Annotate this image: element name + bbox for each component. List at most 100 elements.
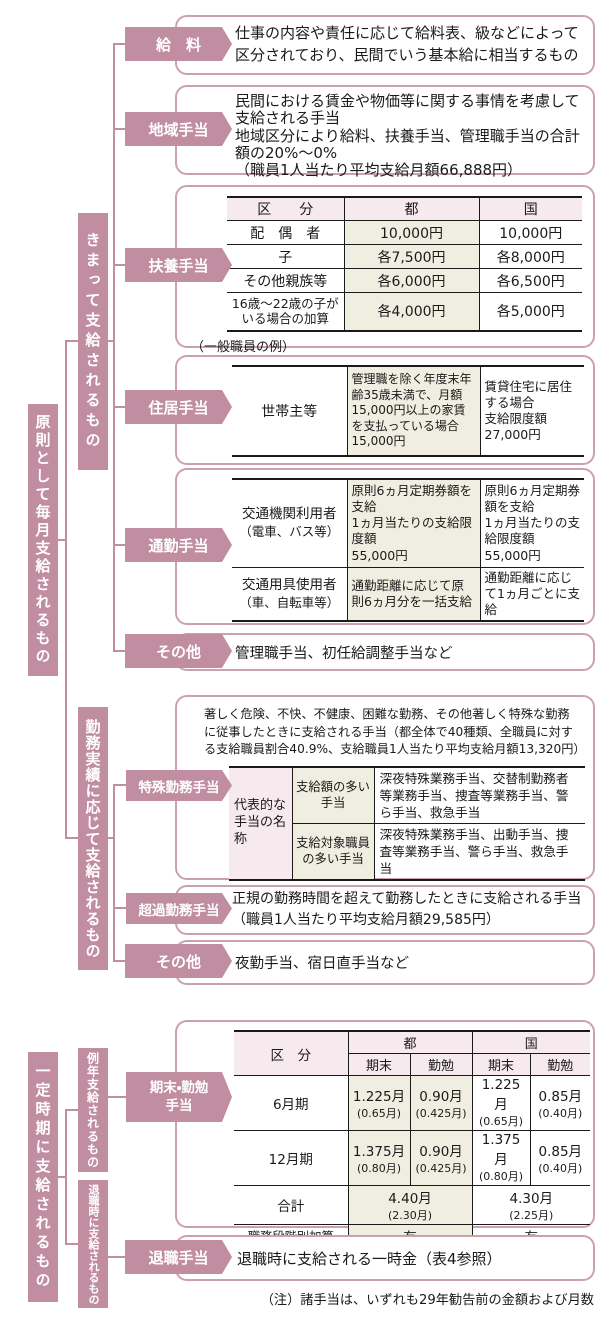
connector-stub-salary	[113, 43, 129, 45]
value-paren: (0.80月)	[356, 1162, 402, 1175]
value: 1.375月	[352, 1144, 406, 1160]
group-box-annual: 例年支給されるもの	[78, 1048, 108, 1172]
header-national: 国	[471, 1030, 591, 1054]
value: 1.375月	[481, 1132, 521, 1168]
cell-dec-m1: 1.375月 (0.80月)	[347, 1130, 411, 1186]
cell-total-metro: 4.40月 (2.30月)	[347, 1185, 473, 1225]
header-metro: 都	[343, 196, 480, 221]
table-row: 区 分 都 国	[227, 196, 582, 221]
cell-dec-m2: 0.90月(0.425月)	[409, 1130, 473, 1186]
connector-bracket-monthly-top	[65, 340, 80, 342]
box-retirement: 退職時に支給される一時金（表4参照）	[175, 1235, 595, 1281]
transit-national-line3: 55,000円	[484, 547, 541, 563]
box-bonus: 区 分 都 国 期末 勤勉 期末 勤勉 6月期 1.225月(0.65月) 0.…	[175, 1020, 595, 1271]
overtime-line2: （職員1人当たり平均支給月額29,585円）	[232, 912, 500, 928]
cell-many-staff-head: 支給対象職員の多い手当	[292, 823, 375, 881]
housing-allowance-table: 世帯主等 管理職を除く年度末年齢35歳未満で、月額15,000円以上の家賃を支払…	[232, 365, 584, 457]
cell-june: 6月期	[234, 1075, 349, 1131]
cell-age-addition-national: 各5,000円	[478, 292, 582, 331]
connector-annual-bonus	[107, 1096, 128, 1098]
label-housing-allowance: 住居手当	[125, 390, 232, 424]
group-box-performance: 勤務実績に応じて支給されるもの	[78, 707, 108, 970]
value-paren: (0.425月)	[415, 1162, 467, 1175]
cell-high-amount-body: 深夜特殊業務手当、交替制勤務者等業務手当、捜査等業務手当、警ら手当、救急手当	[373, 766, 585, 825]
connector-performance-box	[106, 837, 115, 839]
cell-high-amount-head: 支給額の多い手当	[291, 766, 375, 825]
connector-stub-regional	[113, 128, 129, 130]
housing-metro-line1: 管理職を除く年度末年齢35歳未満で、月額15,000円以上の家賃を支払っている場…	[351, 372, 472, 433]
retirement-description: 退職時に支給される一時金（表4参照）	[237, 1249, 502, 1268]
cell-spouse: 配 偶 者	[227, 220, 345, 245]
transit-metro-line1: 原則6ヵ月定期券額を支給	[351, 482, 472, 514]
value: 0.85月	[538, 1089, 583, 1105]
cell-child-metro: 各7,500円	[343, 244, 480, 269]
cell-june-m2: 0.90月 (0.425月)	[409, 1075, 473, 1131]
cell-other-relatives-metro: 各6,000円	[343, 268, 480, 293]
box-dependent: 区 分 都 国 配 偶 者 10,000円 10,000円 子 各7,500円 …	[175, 185, 595, 355]
connector-trunk-fixed	[113, 43, 115, 652]
group-box-retirement-time: 退職時に支給されるもの	[78, 1180, 108, 1308]
table-row: 交通機関利用者 （電車、バス等） 原則6ヵ月定期券額を支給 1ヵ月当たりの支給限…	[232, 478, 584, 568]
cell-total-label: 合計	[234, 1185, 349, 1225]
label-overtime-allowance: 超過勤務手当	[126, 893, 232, 924]
connector-stub-commuting	[113, 544, 129, 546]
transit-metro-line2: 1ヵ月当たりの支給限度額	[351, 515, 472, 547]
transit-metro-line3: 55,000円	[351, 547, 408, 563]
table-row: 子 各7,500円 各8,000円	[227, 244, 582, 269]
connector-stub-dependent	[113, 264, 129, 266]
cell-december: 12月期	[234, 1130, 349, 1186]
value-paren: (0.80月)	[478, 1170, 524, 1183]
regional-line1: 民間における賃金や物価等に関する事情を考慮して支給される手当	[235, 92, 580, 128]
cell-housing-metro: 管理職を除く年度末年齢35歳未満で、月額15,000円以上の家賃を支払っている場…	[346, 365, 481, 457]
connector-stub-housing	[113, 406, 129, 408]
table-row: 12月期 1.375月 (0.80月) 0.90月(0.425月) 1.375月 (…	[234, 1130, 591, 1186]
group-box-periodic: 一定時期に支給されるもの	[28, 1052, 58, 1302]
vehicle-user-line1: 交通用具使用者	[242, 576, 337, 593]
cell-age-addition: 16歳～22歳の子がいる場合の加算	[227, 292, 345, 331]
table-row: 6月期 1.225月(0.65月) 0.90月(0.425月) 1.225月(0…	[234, 1075, 591, 1131]
cell-other-relatives: その他親族等	[227, 268, 345, 293]
table-row: 合計 4.40月(2.30月) 4.30月(2.25月)	[234, 1185, 591, 1225]
value-paren: (0.425月)	[415, 1107, 467, 1120]
label-commuting-allowance: 通勤手当	[125, 528, 232, 562]
connector-bracket-monthly-bottom	[65, 837, 80, 839]
housing-metro-line2: 15,000円	[351, 434, 406, 449]
connector-bracket-periodic-top	[65, 1109, 80, 1111]
value: 0.90月	[419, 1089, 463, 1105]
header-kinben-national: 勤勉	[529, 1053, 591, 1076]
value: 0.85月	[538, 1144, 583, 1160]
table-row: その他親族等 各6,000円 各6,500円	[227, 268, 582, 293]
cell-vehicle-national: 通勤距離に応じて1ヵ月ごとに支給	[479, 566, 584, 622]
cell-spouse-national: 10,000円	[478, 220, 582, 245]
group-box-fixed: きまって支給されるもの	[78, 213, 108, 470]
dependent-allowance-table: 区 分 都 国 配 偶 者 10,000円 10,000円 子 各7,500円 …	[227, 196, 582, 332]
cell-june-n1: 1.225月(0.65月)	[471, 1075, 531, 1131]
special-duty-table: 代表的な手当の名称 支給額の多い手当 深夜特殊業務手当、交替制勤務者等業務手当、…	[229, 766, 585, 882]
bonus-table: 区 分 都 国 期末 勤勉 期末 勤勉 6月期 1.225月(0.65月) 0.…	[234, 1030, 591, 1249]
table-row: 支給対象職員の多い手当 深夜特殊業務手当、出動手当、捜査等業務手当、警ら手当、救…	[229, 823, 585, 881]
box-other-monthly: 管理職手当、初任給調整手当など	[175, 633, 595, 671]
box-commuting: 交通機関利用者 （電車、バス等） 原則6ヵ月定期券額を支給 1ヵ月当たりの支給限…	[175, 468, 595, 625]
box-special-duty: 著しく危険、不快、不健康、困難な勤務、その他著しく特殊な勤務に従事したときに支給…	[175, 695, 595, 882]
cell-householder: 世帯主等	[232, 365, 348, 457]
value-paren: (2.30月)	[387, 1209, 433, 1222]
cell-transit-national: 原則6ヵ月定期券額を支給 1ヵ月当たりの支給限度額 55,000円	[479, 478, 584, 568]
housing-national-line3: 27,000円	[484, 427, 541, 443]
label-bonus-allowance: 期末・勤勉 手当	[126, 1072, 232, 1122]
table-row: 区 分 都 国	[234, 1030, 591, 1076]
regional-line3: （職員1人当たり平均支給月額66,888円）	[235, 161, 523, 179]
cell-child-national: 各8,000円	[478, 244, 582, 269]
value: 4.40月	[388, 1191, 432, 1207]
overtime-line1: 正規の勤務時間を超えて勤務したときに支給される手当	[232, 891, 582, 907]
box-salary: 仕事の内容や責任に応じて給料表、級などによって区分されており、民間でいう基本給に…	[175, 15, 595, 75]
transit-user-line2: （電車、バス等）	[239, 523, 340, 539]
table-row: 世帯主等 管理職を除く年度末年齢35歳未満で、月額15,000円以上の家賃を支払…	[232, 365, 584, 457]
cell-vehicle-metro: 通勤距離に応じて原則6ヵ月分を一括支給	[346, 566, 481, 622]
connector-stub-special	[113, 784, 129, 786]
connector-retirement	[107, 1256, 128, 1258]
label-dependent-allowance: 扶養手当	[125, 248, 232, 282]
connector-fixed-box	[106, 340, 115, 342]
connector-stub-other1	[113, 650, 129, 652]
cell-other-relatives-national: 各6,500円	[478, 268, 582, 293]
